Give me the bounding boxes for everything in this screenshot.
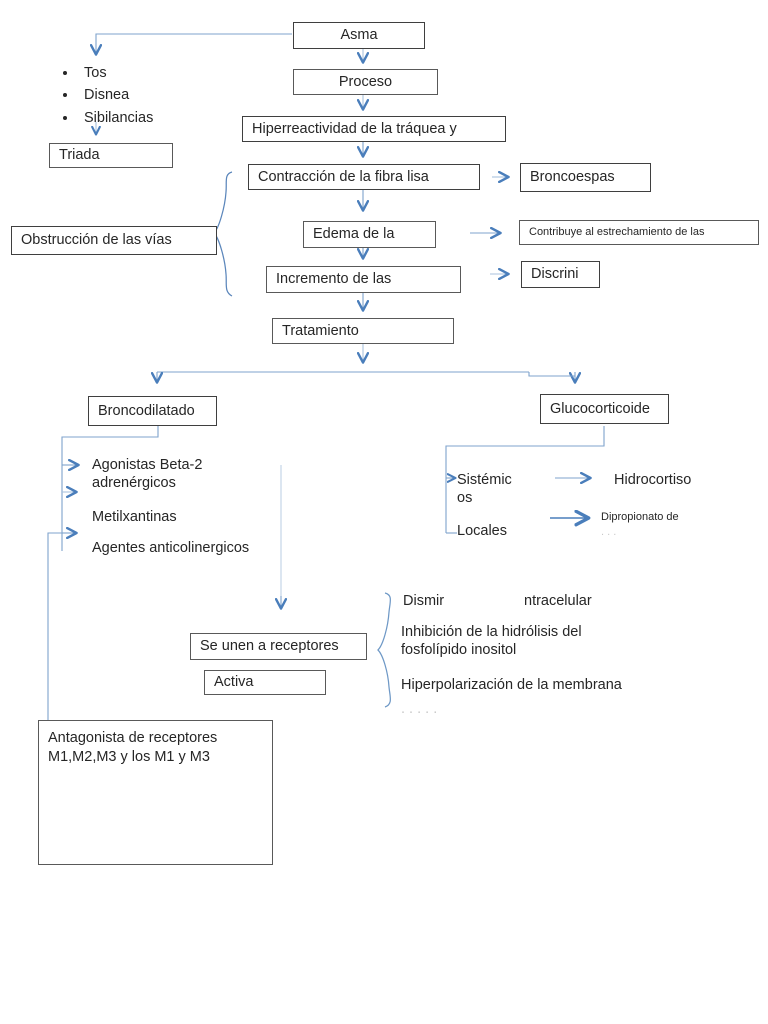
node-activa[interactable]: Activa bbox=[204, 670, 326, 695]
glucocorticoide-target-hidrocortisona: Hidrocortiso bbox=[614, 472, 692, 488]
list-item: Disnea bbox=[78, 84, 238, 106]
node-contraccion-label: Contracción de la fibra lisa bbox=[258, 168, 429, 185]
node-asma-label: Asma bbox=[340, 27, 378, 44]
node-incremento[interactable]: Incremento de las bbox=[266, 266, 461, 293]
node-asma[interactable]: Asma bbox=[293, 22, 425, 49]
node-glucocorticoide[interactable]: Glucocorticoide bbox=[540, 394, 669, 424]
node-incremento-label: Incremento de las bbox=[276, 271, 392, 288]
list-item: Sibilancias bbox=[78, 107, 238, 129]
node-obstruccion[interactable]: Obstrucción de las vías bbox=[11, 226, 217, 255]
receptor-effect-2: Inhibición de la hidrólisis del fosfolíp… bbox=[401, 624, 582, 659]
node-hiperreactividad-label: Hiperreactividad de la tráquea y bbox=[252, 120, 457, 137]
receptor-effect-4-clipped: . . . . . bbox=[401, 701, 438, 717]
node-antagonista-label: Antagonista de receptores M1,M2,M3 y los… bbox=[48, 730, 218, 765]
node-antagonista[interactable]: Antagonista de receptores M1,M2,M3 y los… bbox=[38, 720, 273, 865]
node-edema-label: Edema de la bbox=[313, 226, 395, 243]
node-activa-label: Activa bbox=[214, 674, 254, 691]
node-edema[interactable]: Edema de la bbox=[303, 221, 436, 248]
node-contraccion[interactable]: Contracción de la fibra lisa bbox=[248, 164, 480, 190]
node-triada-label: Triada bbox=[59, 147, 100, 164]
node-contribuye[interactable]: Contribuye al estrechamiento de las bbox=[519, 220, 759, 245]
list-item: Tos bbox=[78, 62, 238, 84]
glucocorticoide-target-dipropionato-clipped: . . . bbox=[601, 526, 617, 538]
node-broncoespasmo-label: Broncoespas bbox=[530, 169, 615, 186]
node-tratamiento-label: Tratamiento bbox=[282, 322, 359, 339]
node-broncodilatador[interactable]: Broncodilatado bbox=[88, 396, 217, 426]
node-broncodilatador-label: Broncodilatado bbox=[98, 402, 195, 419]
node-proceso-label: Proceso bbox=[338, 73, 393, 90]
node-se-unen-a-receptores[interactable]: Se unen a receptores bbox=[190, 633, 367, 660]
receptor-effect-1b: ntracelular bbox=[524, 593, 592, 609]
symptom-list: Tos Disnea Sibilancias bbox=[60, 62, 238, 129]
node-obstruccion-label: Obstrucción de las vías bbox=[21, 232, 172, 249]
glucocorticoide-item-locales: Locales bbox=[457, 523, 507, 539]
node-contribuye-label: Contribuye al estrechamiento de las bbox=[529, 226, 705, 239]
receptor-effect-3: Hiperpolarización de la membrana bbox=[401, 677, 622, 693]
receptor-effect-1a: Dismir bbox=[403, 593, 445, 609]
node-proceso[interactable]: Proceso bbox=[293, 69, 438, 95]
glucocorticoide-item-sistemicos: Sistémic os bbox=[457, 472, 512, 507]
node-glucocorticoide-label: Glucocorticoide bbox=[550, 400, 650, 417]
glucocorticoide-target-dipropionato: Dipropionato de bbox=[601, 511, 679, 523]
broncodilatador-item-1: Agonistas Beta-2 adrenérgicos bbox=[92, 457, 203, 492]
broncodilatador-item-3: Agentes anticolinergicos bbox=[92, 540, 250, 556]
node-discrinia[interactable]: Discrini bbox=[521, 261, 600, 288]
node-tratamiento[interactable]: Tratamiento bbox=[272, 318, 454, 344]
node-discrinia-label: Discrini bbox=[531, 266, 579, 283]
node-triada[interactable]: Triada bbox=[49, 143, 173, 168]
node-se-unen-label: Se unen a receptores bbox=[200, 638, 339, 655]
broncodilatador-item-2: Metilxantinas bbox=[92, 509, 177, 525]
node-hiperreactividad[interactable]: Hiperreactividad de la tráquea y bbox=[242, 116, 506, 142]
node-broncoespasmo[interactable]: Broncoespas bbox=[520, 163, 651, 192]
